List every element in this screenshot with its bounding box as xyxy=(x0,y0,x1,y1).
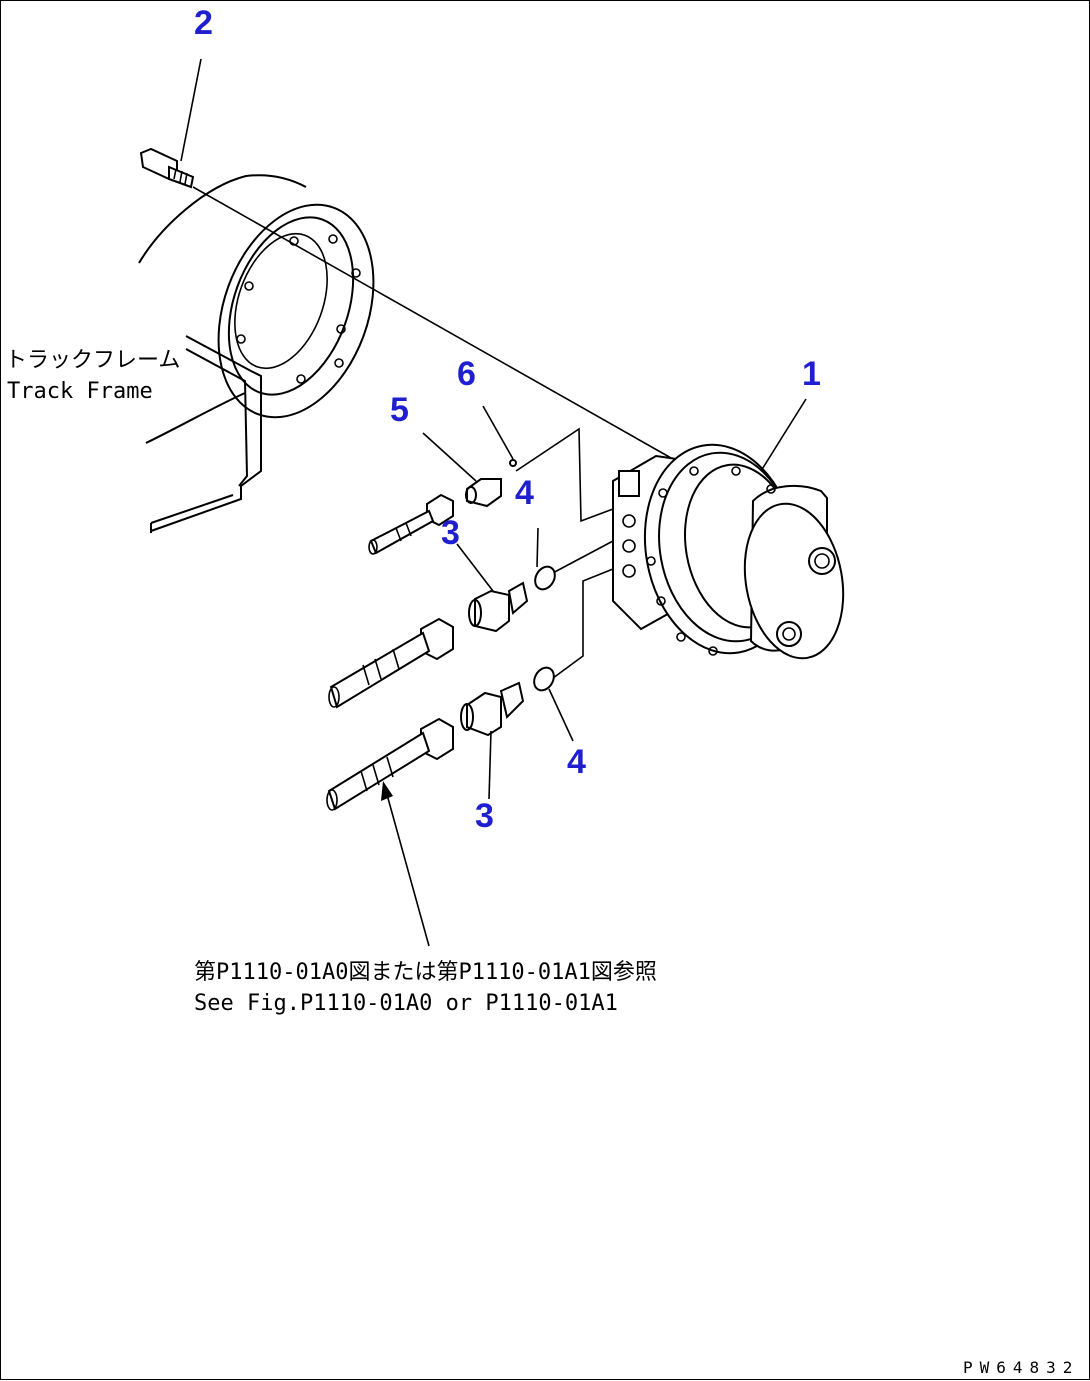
track-frame-label-jp: トラックフレーム xyxy=(5,348,180,373)
callout-leaders xyxy=(180,58,807,800)
callout-3-upper: 3 xyxy=(441,514,460,552)
o-ring-part-4-lower xyxy=(533,666,555,692)
callout-2: 2 xyxy=(194,4,213,42)
track-frame xyxy=(138,174,375,533)
callout-3-lower: 3 xyxy=(475,797,494,835)
fitting-part-3-lower xyxy=(460,681,525,737)
hose-middle xyxy=(328,617,454,709)
callout-5: 5 xyxy=(390,391,409,429)
drawing-number: PW64832 xyxy=(963,1358,1079,1377)
fitting-part-3-upper xyxy=(468,581,529,633)
track-frame-label-en: Track Frame xyxy=(7,379,153,404)
hose-small xyxy=(368,493,454,555)
callout-1: 1 xyxy=(802,355,821,393)
reference-note-en: See Fig.P1110-01A0 or P1110-01A1 xyxy=(194,991,618,1016)
reference-note-jp: 第P1110-01A0図または第P1110-01A1図参照 xyxy=(194,960,657,985)
fitting-part-5 xyxy=(465,478,502,508)
callout-4-lower: 4 xyxy=(567,743,586,781)
reference-arrow-line xyxy=(385,790,430,947)
travel-motor-part-1 xyxy=(612,443,845,660)
frame-bolt-holes xyxy=(236,234,361,384)
hose-lower xyxy=(326,717,454,811)
motor-bolts xyxy=(646,466,776,656)
plug-part-6 xyxy=(509,459,517,467)
port-leaders xyxy=(515,427,614,682)
bolt-center-line xyxy=(192,186,688,468)
o-ring-part-4-upper xyxy=(534,565,556,591)
reference-arrow-head xyxy=(381,781,393,801)
callout-4-upper: 4 xyxy=(515,474,534,512)
callout-6: 6 xyxy=(457,355,476,393)
bolt-part-2 xyxy=(139,147,195,189)
